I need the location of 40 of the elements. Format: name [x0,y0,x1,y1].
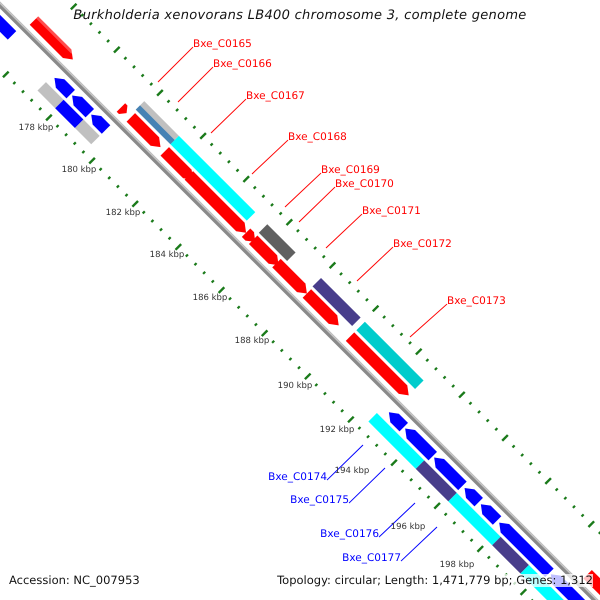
tick-label: 180 kbp [60,166,98,176]
gene-label: Bxe_C0166 [213,58,272,70]
tick-label: 182 kbp [104,209,142,219]
gene-label: Bxe_C0172 [393,238,452,250]
leader-line [378,502,416,538]
gene-label: Bxe_C0167 [246,90,305,102]
tick-label: 196 kbp [390,523,426,533]
leader-line [410,304,448,338]
gene-label: Bxe_C0171 [362,205,421,218]
gene-label: Bxe_C0169 [321,164,380,176]
leader-line [252,140,288,174]
gene-label: Bxe_C0174 [268,471,327,484]
leader-line [326,444,364,481]
leader-line [158,46,194,82]
gene-label: Bxe_C0168 [288,131,347,144]
tick-label: 194 kbp [334,467,370,477]
leader-line [178,66,214,102]
genome-summary: Topology: circular; Length: 1,471,779 bp; Genes: 1,312 [277,574,593,588]
leader-line [348,468,386,504]
leader-line [326,214,362,248]
tick-label: 188 kbp [234,337,270,347]
gene-label: Bxe_C0176 [320,528,379,540]
gene-label: Bxe_C0177 [342,552,401,564]
gene-label: Bxe_C0170 [335,178,394,190]
tick-label: 190 kbp [276,382,314,392]
tick-label: 192 kbp [318,426,356,436]
gene-label: Bxe_C0175 [290,494,349,506]
accession-text: Accession: NC_007953 [9,574,140,588]
tick-label: 184 kbp [148,251,186,261]
leader-line [210,98,246,134]
tick-label: 178 kbp [18,124,54,134]
leader-line [298,186,336,222]
tick-label: 186 kbp [192,294,228,304]
title: Burkholderia xenovorans LB400 chromosome 3, complete genome [72,9,528,24]
gene-label: Bxe_C0165 [193,38,252,50]
leader-line [356,246,394,282]
gene-label: Bxe_C0173 [447,295,506,308]
tick-label: 198 kbp [438,561,476,571]
leader-line [400,526,438,562]
leader-line [284,172,322,208]
